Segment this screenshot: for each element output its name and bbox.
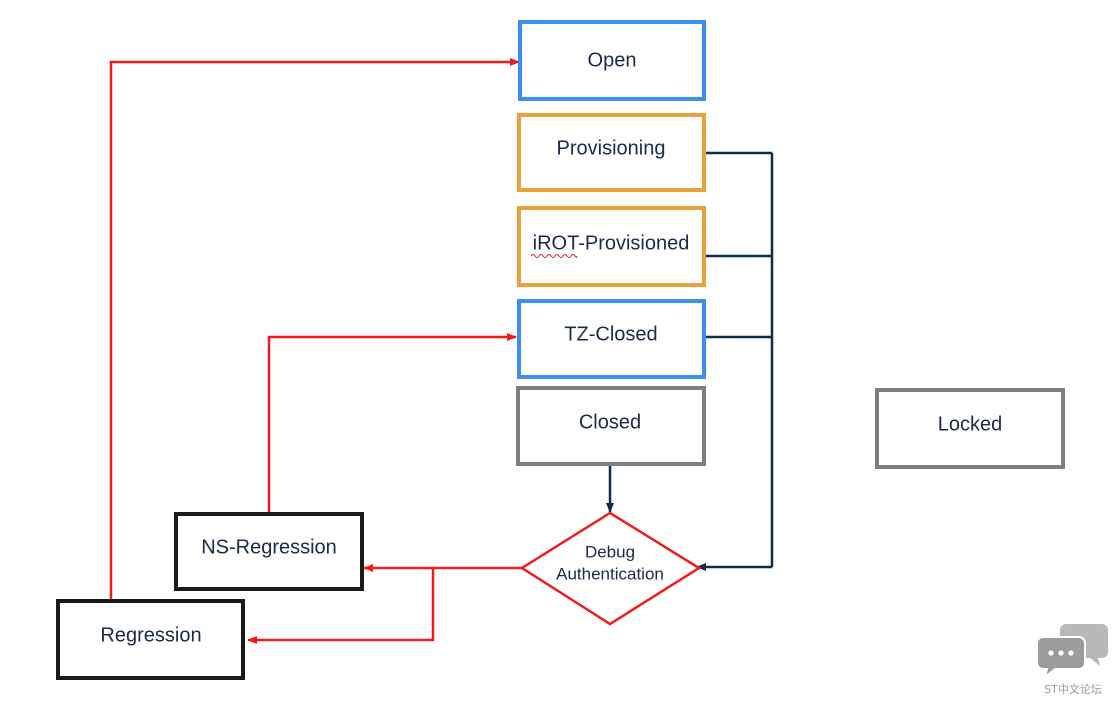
state-irot-provisioned-box	[517, 206, 706, 287]
spellcheck-underline	[530, 254, 578, 258]
state-closed-label: Closed	[579, 411, 641, 433]
state-tz-closed-box	[517, 299, 706, 379]
state-locked-label: Locked	[938, 413, 1003, 435]
red-connectors	[109, 58, 522, 644]
navy-bus-connector	[705, 151, 774, 567]
state-provisioning-box	[517, 113, 706, 192]
chat-bubbles-icon	[1036, 624, 1108, 680]
state-tz-closed: TZ-Closed	[517, 299, 706, 379]
state-closed-box	[516, 386, 706, 466]
state-ns-regression: NS-Regression	[174, 512, 364, 591]
state-open-label: Open	[588, 49, 637, 71]
state-regression: Regression	[56, 599, 245, 680]
state-regression-label: Regression	[100, 624, 201, 646]
decision-label-line2: Authentication	[556, 564, 664, 583]
watermark-label: ST中文论坛	[1044, 682, 1102, 696]
state-locked: Locked	[875, 388, 1065, 469]
state-open: Open	[518, 20, 706, 101]
state-irot-provisioned: iROT-Provisioned	[517, 206, 706, 287]
state-open-box	[518, 20, 706, 101]
state-tz-closed-label: TZ-Closed	[564, 323, 657, 345]
state-regression-box	[56, 599, 245, 680]
state-closed: Closed	[516, 386, 706, 466]
watermark: ST中文论坛	[1036, 624, 1108, 696]
decision-label-line1: Debug	[585, 542, 635, 561]
state-provisioning: Provisioning	[517, 113, 706, 192]
debug-authentication-decision: Debug Authentication	[519, 511, 702, 626]
state-ns-regression-label: NS-Regression	[201, 536, 337, 558]
decision-diamond	[519, 511, 702, 626]
state-locked-box	[875, 388, 1065, 469]
state-ns-regression-box	[174, 512, 364, 591]
state-provisioning-label: Provisioning	[557, 137, 666, 159]
state-irot-provisioned-label: iROT-Provisioned	[533, 232, 690, 254]
